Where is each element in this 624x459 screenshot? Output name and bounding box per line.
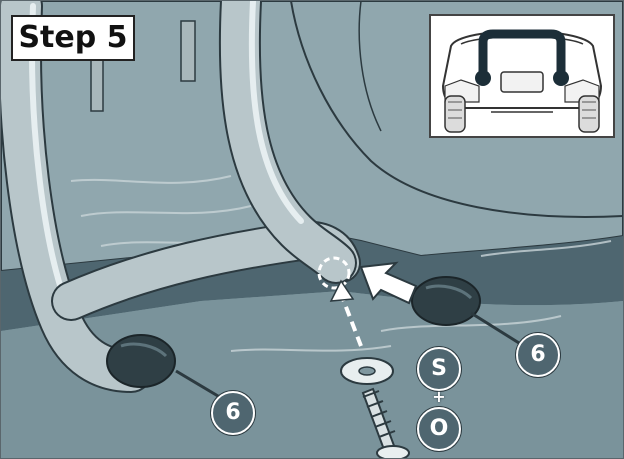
- step-label: Step 5: [11, 15, 135, 61]
- vehicle-rear-view-icon: [431, 16, 613, 136]
- end-cap-left: [107, 335, 175, 387]
- hardware-callout-screw: S: [417, 347, 461, 391]
- part-callout-right: 6: [516, 333, 560, 377]
- hardware-plus: +: [432, 390, 446, 404]
- end-cap-right: [412, 277, 480, 325]
- vehicle-rear-view-inset: [429, 14, 615, 138]
- mount-tab-right: [181, 21, 195, 81]
- washer-hole: [359, 367, 375, 375]
- part-callout-left: 6: [211, 391, 255, 435]
- hardware-callout-other: O: [417, 407, 461, 451]
